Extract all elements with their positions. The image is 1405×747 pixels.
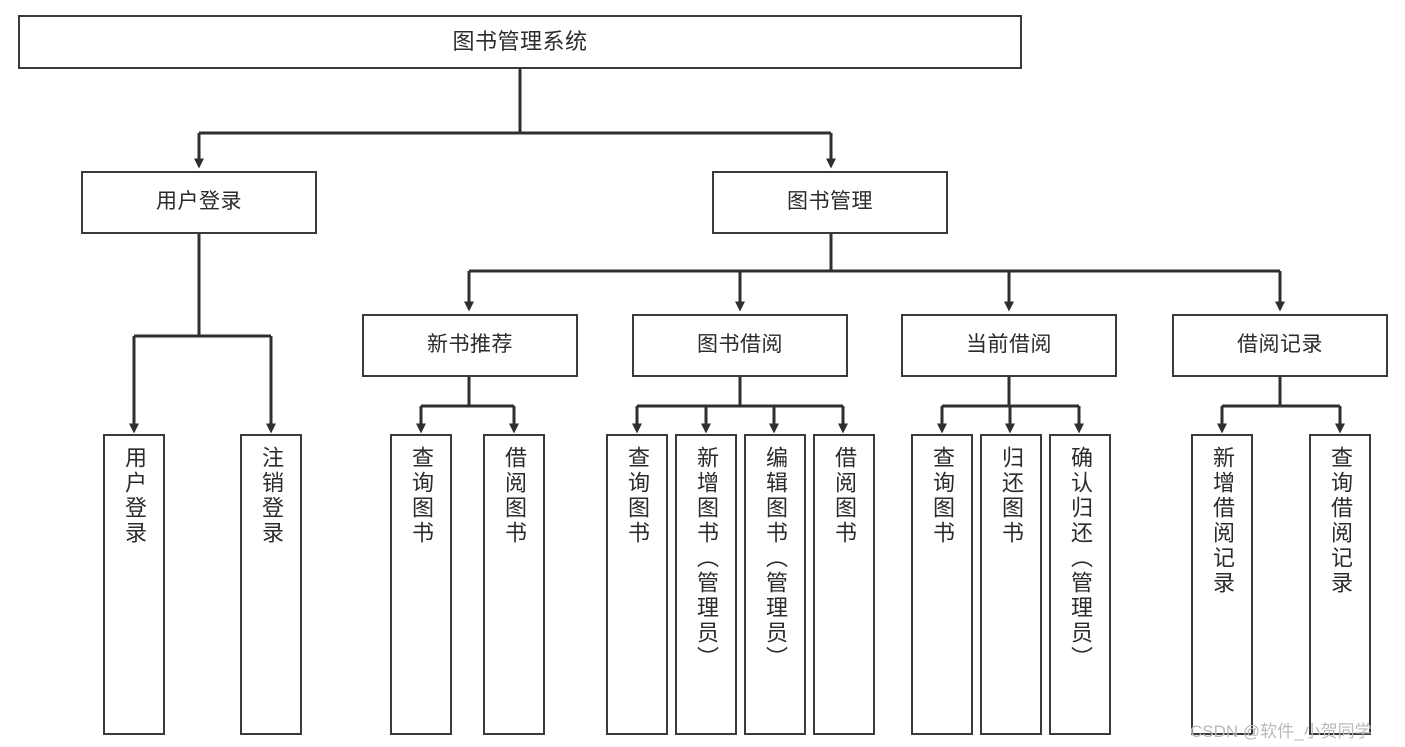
leaf-borrow-record-add[interactable]: 新增借阅记录 xyxy=(1191,434,1253,735)
leaf-book-borrow-borrow[interactable]: 借阅图书 xyxy=(813,434,875,735)
node-label: 当前借阅 xyxy=(966,333,1052,357)
node-book-management[interactable]: 图书管理 xyxy=(712,171,948,234)
leaf-current-borrow-confirm-return[interactable]: 确认归还（管理员） xyxy=(1049,434,1111,735)
leaf-user-login-logout[interactable]: 注销登录 xyxy=(240,434,302,735)
leaf-new-book-query[interactable]: 查询图书 xyxy=(390,434,452,735)
node-label: 归还图书 xyxy=(999,446,1024,546)
node-label: 图书借阅 xyxy=(697,333,783,357)
leaf-current-borrow-return[interactable]: 归还图书 xyxy=(980,434,1042,735)
node-label: 图书管理 xyxy=(787,190,873,214)
node-label: 注销登录 xyxy=(259,446,284,546)
node-label: 确认归还（管理员） xyxy=(1068,446,1093,671)
node-label: 查询图书 xyxy=(930,446,955,546)
leaf-user-login-login[interactable]: 用户登录 xyxy=(103,434,165,735)
node-label: 查询借阅记录 xyxy=(1328,446,1353,596)
leaf-book-borrow-add[interactable]: 新增图书（管理员） xyxy=(675,434,737,735)
node-current-borrow[interactable]: 当前借阅 xyxy=(901,314,1117,377)
node-label: 新书推荐 xyxy=(427,333,513,357)
node-label: 借阅图书 xyxy=(832,446,857,546)
node-label: 编辑图书（管理员） xyxy=(763,446,788,671)
leaf-book-borrow-query[interactable]: 查询图书 xyxy=(606,434,668,735)
node-book-borrow[interactable]: 图书借阅 xyxy=(632,314,848,377)
csdn-watermark: CSDN @软件_小贺同学 xyxy=(1190,722,1372,741)
node-user-login[interactable]: 用户登录 xyxy=(81,171,317,234)
node-label: 查询图书 xyxy=(409,446,434,546)
node-label: 借阅图书 xyxy=(502,446,527,546)
node-borrow-record[interactable]: 借阅记录 xyxy=(1172,314,1388,377)
node-new-book-recommend[interactable]: 新书推荐 xyxy=(362,314,578,377)
node-label: 新增图书（管理员） xyxy=(694,446,719,671)
node-label: 新增借阅记录 xyxy=(1210,446,1235,596)
node-label: 用户登录 xyxy=(122,446,147,546)
node-label: 用户登录 xyxy=(156,190,242,214)
node-label: 查询图书 xyxy=(625,446,650,546)
node-label: 图书管理系统 xyxy=(452,29,588,55)
node-label: 借阅记录 xyxy=(1237,333,1323,357)
leaf-book-borrow-edit[interactable]: 编辑图书（管理员） xyxy=(744,434,806,735)
leaf-current-borrow-query[interactable]: 查询图书 xyxy=(911,434,973,735)
leaf-borrow-record-query[interactable]: 查询借阅记录 xyxy=(1309,434,1371,735)
node-root-system[interactable]: 图书管理系统 xyxy=(18,15,1022,69)
leaf-new-book-borrow[interactable]: 借阅图书 xyxy=(483,434,545,735)
